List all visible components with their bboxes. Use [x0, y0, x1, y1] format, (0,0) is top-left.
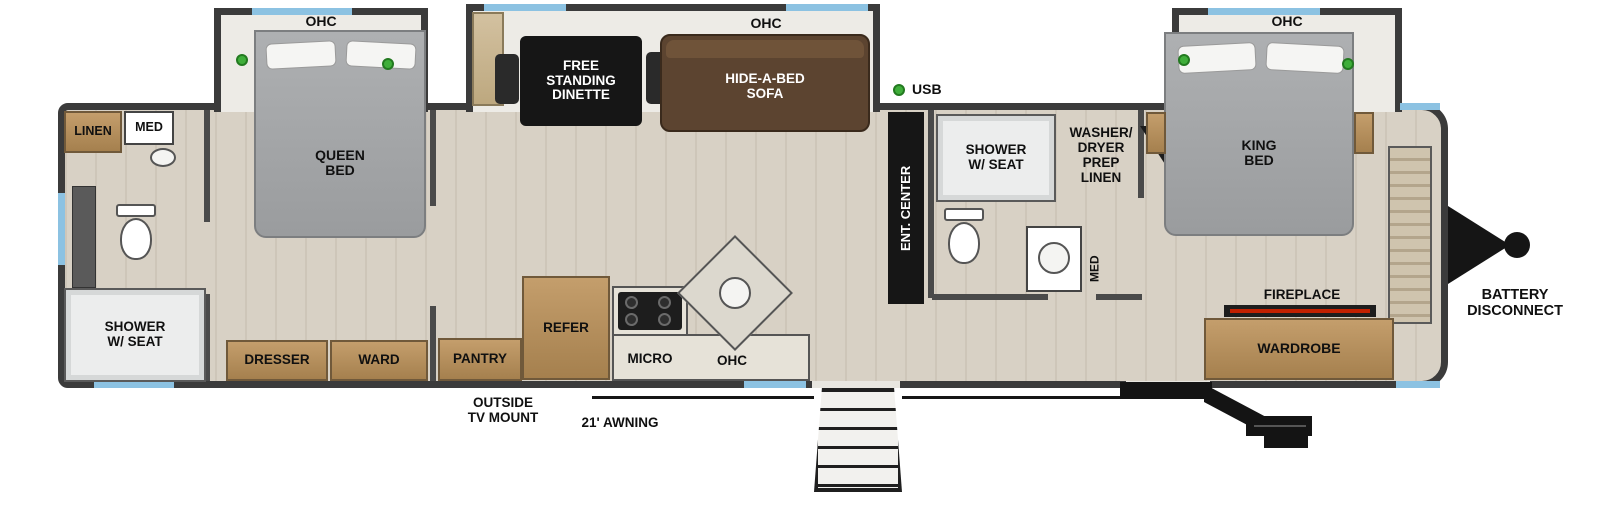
nightstand [1146, 112, 1166, 154]
window [484, 4, 566, 11]
washer-dryer-label: WASHER/ DRYER PREP LINEN [1069, 125, 1133, 185]
interior-wall [430, 110, 436, 206]
window [1208, 8, 1320, 15]
bed-light-indicator-icon [1178, 54, 1190, 66]
living-ohc-label: OHC [750, 15, 782, 31]
burner-icon [658, 313, 671, 326]
mid-shower-label: SHOWER W/ SEAT [965, 142, 1027, 172]
tongue-jack-icon [1504, 232, 1530, 258]
interior-wall [932, 294, 1048, 300]
interior-wall [928, 110, 934, 298]
entertainment-center: ENT. CENTER [888, 112, 924, 304]
fireplace-label: FIREPLACE [1263, 287, 1341, 302]
kitchen-sink-icon [712, 270, 758, 316]
battery-disconnect-label: BATTERY DISCONNECT [1467, 287, 1563, 319]
main-entry-steps [814, 388, 902, 492]
bed-light-indicator-icon [382, 58, 394, 70]
stove-counter [612, 286, 688, 336]
dresser: DRESSER [226, 340, 328, 381]
awning-line [902, 396, 1120, 399]
usb-indicator-icon [893, 84, 905, 96]
burner-icon [625, 296, 638, 309]
interior-wall [1138, 110, 1144, 198]
hitch-icon [1448, 206, 1510, 284]
bed-light-indicator-icon [236, 54, 248, 66]
window [252, 8, 352, 15]
window [1400, 103, 1440, 110]
bath-sink-icon [150, 148, 176, 167]
fireplace-flame [1230, 309, 1370, 313]
bed-light-indicator-icon [1342, 58, 1354, 70]
pillow-icon [1265, 41, 1345, 75]
vanity-sink-icon [1038, 242, 1070, 274]
interior-wall [430, 306, 436, 381]
mid-med-label: MED [1087, 255, 1102, 283]
rear-shower-label: SHOWER W/ SEAT [104, 319, 166, 349]
usb-label: USB [912, 81, 942, 97]
window [58, 193, 65, 265]
shower-wall-panel [72, 186, 96, 288]
pantry: PANTRY [438, 338, 522, 381]
front-closet [1388, 146, 1432, 324]
pillow-icon [345, 40, 417, 70]
queen-bed [254, 30, 426, 238]
hide-a-bed-sofa [660, 34, 870, 132]
window [94, 381, 174, 388]
main-entry-door [812, 381, 900, 388]
awning-line [592, 396, 814, 399]
kitchen-ohc-label: OHC [717, 353, 747, 368]
awning-label: 21' AWNING [581, 415, 659, 430]
toilet-icon [116, 204, 156, 217]
fireplace-icon [1224, 305, 1376, 317]
burner-icon [625, 313, 638, 326]
free-standing-dinette [520, 36, 642, 126]
wardrobe-front: WARDROBE [1204, 318, 1394, 380]
queen-bed-label: QUEEN BED [315, 147, 365, 179]
micro-label: MICRO [627, 351, 673, 366]
interior-wall [204, 294, 210, 381]
dinette-label: FREE STANDING DINETTE [546, 57, 616, 103]
nightstand [1354, 112, 1374, 154]
medicine-cabinet: MED [124, 111, 174, 145]
window [1396, 381, 1440, 388]
mid-shower [936, 114, 1056, 202]
burner-icon [658, 296, 671, 309]
interior-wall [1096, 294, 1142, 300]
sofa-label: HIDE-A-BED SOFA [725, 71, 805, 101]
rear-shower [64, 288, 206, 382]
front-ohc-label: OHC [1271, 13, 1303, 29]
pillow-icon [265, 40, 337, 70]
bath-vanity [1026, 226, 1082, 292]
kitchen-counter [612, 334, 810, 381]
wardrobe-rear: WARD [330, 340, 428, 381]
linen-cabinet: LINEN [64, 111, 122, 153]
toilet-icon [120, 218, 152, 260]
dinette-chair-icon [495, 54, 519, 104]
king-bed [1164, 32, 1354, 236]
entry-steps-icon [1120, 382, 1312, 448]
outside-tv-label: OUTSIDE TV MOUNT [467, 395, 539, 425]
window [786, 4, 868, 11]
sofa-back [666, 40, 864, 58]
window [744, 381, 806, 388]
rear-ohc-label: OHC [305, 13, 337, 29]
king-bed-label: KING BED [1241, 137, 1277, 169]
toilet-icon [948, 222, 980, 264]
refrigerator: REFER [522, 276, 610, 380]
toilet-icon [944, 208, 984, 221]
interior-wall [204, 110, 210, 222]
stove-icon [618, 292, 682, 330]
